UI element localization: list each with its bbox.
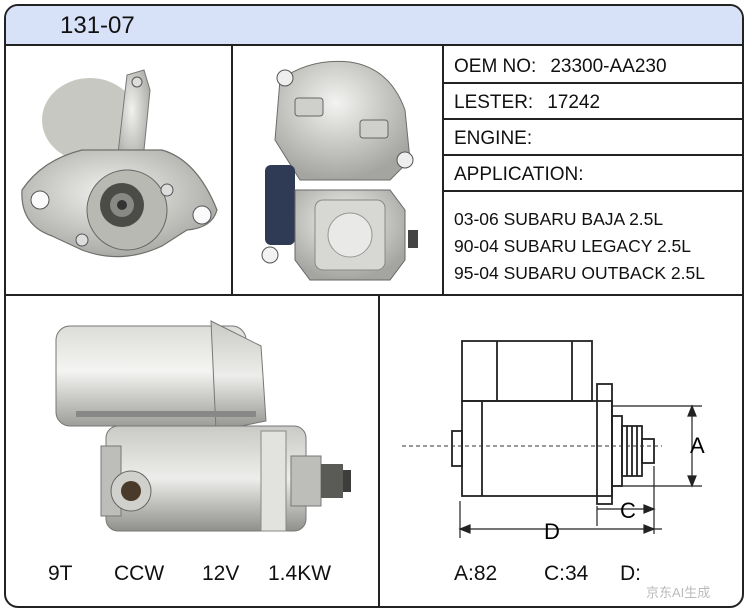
engine-row: ENGINE: xyxy=(454,128,546,150)
divider xyxy=(442,190,742,192)
motor-outline xyxy=(461,400,613,497)
application-item: 90-04 SUBARU LEGACY 2.5L xyxy=(454,236,692,256)
application-row: APPLICATION: xyxy=(454,164,598,186)
dimension-d: D: xyxy=(620,562,641,585)
voltage: 12V xyxy=(202,562,240,585)
rotation: CCW xyxy=(114,562,165,585)
divider xyxy=(442,154,742,156)
teeth-count: 9T xyxy=(48,562,73,585)
part-number: 131-07 xyxy=(60,12,135,39)
application-list: 03-06 SUBARU BAJA 2.5L 90-04 SUBARU LEGA… xyxy=(454,206,705,287)
dimension-drawing: A C D xyxy=(402,340,705,544)
divider xyxy=(231,44,233,294)
starter-side-photo xyxy=(55,320,351,532)
lester-label: LESTER: xyxy=(454,92,534,113)
starter-front-photo xyxy=(21,69,218,258)
application-item: 95-04 SUBARU OUTBACK 2.5L xyxy=(454,263,705,283)
oem-value: 23300-AA230 xyxy=(550,56,667,77)
lester-row: LESTER: 17242 xyxy=(454,92,600,114)
divider xyxy=(378,296,380,606)
label-d: D xyxy=(544,519,560,544)
lester-value: 17242 xyxy=(547,92,601,113)
dimension-a: A:82 xyxy=(454,562,498,585)
oem-label: OEM NO: xyxy=(454,56,537,77)
divider xyxy=(6,294,742,296)
oem-row: OEM NO: 23300-AA230 xyxy=(454,56,667,78)
starter-rear-photo xyxy=(261,60,418,281)
divider xyxy=(442,82,742,84)
engine-label: ENGINE: xyxy=(454,128,533,149)
product-card: 131-07 xyxy=(4,4,744,608)
watermark: 京东AI生成 xyxy=(646,585,711,600)
divider xyxy=(442,118,742,120)
label-a: A xyxy=(690,433,705,458)
application-item: 03-06 SUBARU BAJA 2.5L xyxy=(454,209,664,229)
dimension-c: C:34 xyxy=(544,562,589,585)
power-rating: 1.4KW xyxy=(268,562,332,585)
header-bar: 131-07 xyxy=(6,6,742,46)
application-label: APPLICATION: xyxy=(454,164,584,185)
label-c: C xyxy=(620,498,636,523)
divider xyxy=(442,44,444,294)
